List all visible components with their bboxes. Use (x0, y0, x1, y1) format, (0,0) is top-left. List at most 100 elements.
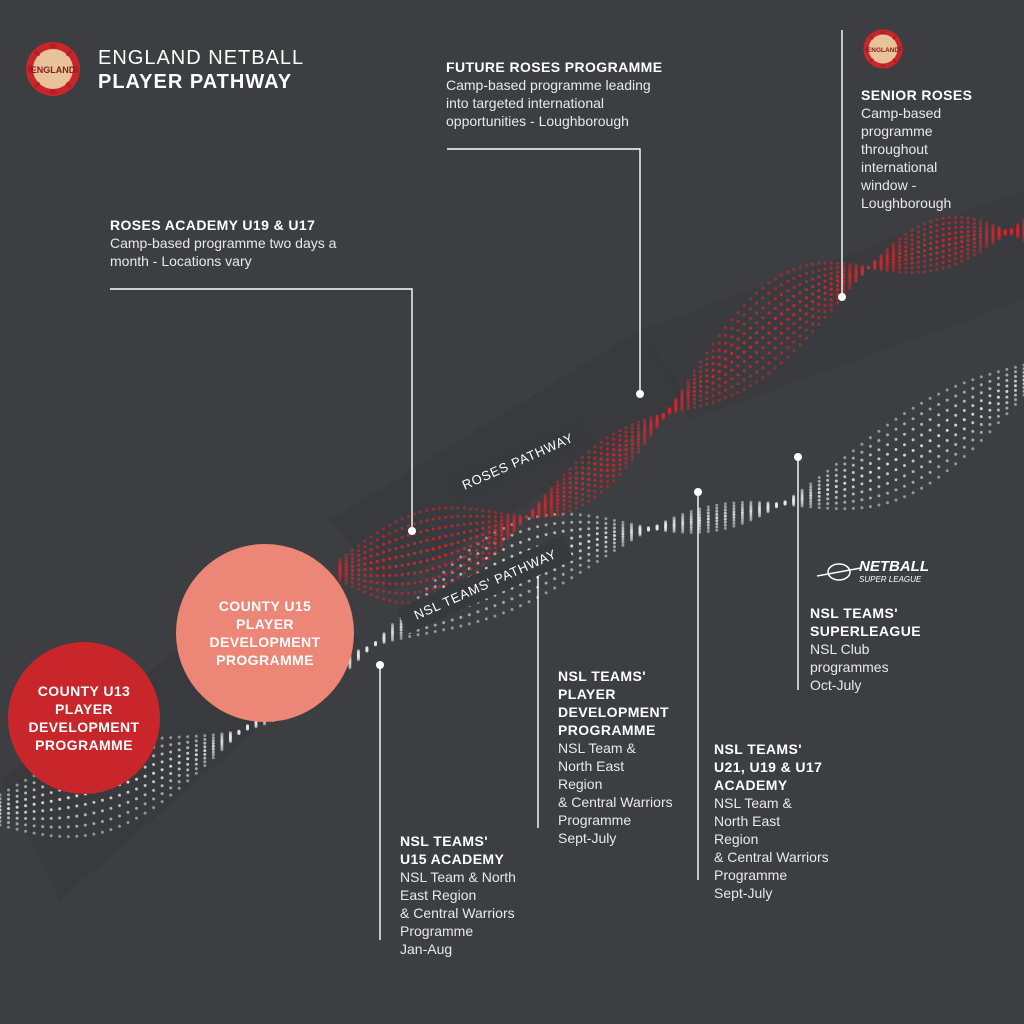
roses-pathway-dot (363, 551, 367, 555)
nsl-pathway-dot (15, 827, 19, 831)
roses-pathway-dot (935, 256, 939, 261)
roses-pathway-dot (456, 514, 460, 519)
nsl-pathway-dot (24, 797, 28, 801)
roses-pathway-dot (612, 479, 616, 483)
nsl-pathway-dot (587, 520, 591, 524)
roses-pathway-dot (618, 448, 622, 452)
roses-pathway-dot (469, 514, 473, 518)
nsl-pathway-dot (553, 568, 557, 572)
stage-future-roses: FUTURE ROSES PROGRAMME Camp-based progra… (446, 58, 662, 130)
roses-pathway-dot (630, 446, 634, 450)
roses-pathway-dot (755, 350, 759, 354)
roses-pathway-dot (487, 520, 491, 524)
roses-pathway-dot (375, 595, 379, 599)
nsl-pathway-dot (843, 500, 847, 504)
nsl-pathway-dot (706, 517, 710, 521)
roses-pathway-dot (636, 437, 641, 441)
nsl-pathway-dot (32, 802, 36, 806)
roses-pathway-dot (692, 377, 697, 381)
roses-pathway-dot (500, 519, 504, 523)
nsl-pathway-dot (749, 507, 753, 511)
nsl-pathway-dot (749, 500, 753, 504)
roses-pathway-dot (811, 322, 815, 326)
nsl-pathway-dot (920, 444, 924, 448)
nsl-pathway-dot (877, 448, 881, 452)
roses-pathway-dot (636, 420, 641, 424)
leader-dot-nsl-u15 (376, 661, 384, 669)
roses-pathway-dot (388, 573, 392, 578)
nsl-pathway-dot (971, 386, 975, 390)
roses-pathway-dot (643, 434, 647, 438)
nsl-pathway-dot (612, 522, 616, 526)
nsl-pathway-dot (7, 807, 10, 811)
nsl-pathway-dot (809, 496, 813, 500)
nsl-pathway-dot (886, 443, 889, 447)
roses-pathway-dot (947, 242, 952, 247)
roses-pathway-dot (742, 313, 746, 317)
nsl-pathway-dot (7, 821, 10, 825)
roses-pathway-dot (350, 548, 354, 553)
roses-pathway-dot (935, 251, 939, 255)
roses-pathway-dot (680, 401, 684, 405)
nsl-pathway-dot (143, 802, 147, 806)
nsl-pathway-dot (954, 423, 958, 427)
nsl-pathway-dot (860, 482, 864, 486)
roses-pathway-dot (761, 356, 765, 360)
nsl-pathway-dot (1005, 379, 1009, 382)
roses-pathway-dot (481, 551, 485, 555)
nsl-pathway-dot (792, 503, 796, 507)
roses-pathway-dot (481, 563, 485, 567)
roses-pathway-dot (941, 233, 945, 237)
nsl-pathway-dot (32, 817, 36, 821)
leader-line-future-roses (447, 148, 641, 394)
nsl-pathway-dot (860, 498, 864, 502)
nsl-pathway-dot (399, 631, 403, 635)
roses-pathway-dot (587, 477, 591, 481)
stage-heading: NSL TEAMS' (714, 741, 802, 757)
nsl-pathway-dot (834, 462, 838, 466)
roses-pathway-dot (817, 268, 821, 272)
roses-pathway-dot (885, 261, 889, 266)
nsl-pathway-dot (356, 649, 360, 653)
nsl-pathway-dot (706, 529, 710, 533)
nsl-pathway-dot (58, 798, 62, 801)
roses-pathway-dot (972, 229, 976, 233)
roses-pathway-dot (748, 355, 753, 359)
nsl-pathway-dot (211, 739, 215, 743)
nsl-pathway-dot (749, 516, 753, 520)
roses-pathway-dot (705, 379, 709, 383)
roses-pathway-dot (748, 297, 753, 301)
roses-pathway-dot (413, 541, 417, 546)
roses-pathway-dot (929, 252, 933, 256)
roses-pathway-dot (972, 233, 976, 237)
nsl-pathway-dot (160, 752, 164, 756)
roses-pathway-dot (500, 511, 504, 516)
nsl-pathway-dot (749, 514, 753, 517)
roses-pathway-dot (388, 599, 392, 603)
roses-pathway-dot (506, 523, 510, 527)
nsl-pathway-dot (0, 823, 2, 827)
nsl-pathway-dot (15, 822, 19, 826)
roses-pathway-dot (456, 549, 460, 553)
roses-pathway-dot (742, 331, 746, 336)
nsl-pathway-dot (911, 459, 915, 463)
nsl-pathway-dot (553, 586, 557, 590)
roses-pathway-dot (680, 408, 684, 412)
nsl-pathway-dot (502, 600, 505, 604)
roses-pathway-dot (1016, 235, 1020, 239)
nsl-pathway-dot (578, 549, 582, 553)
nsl-pathway-dot (143, 793, 147, 797)
roses-pathway-dot (792, 313, 796, 317)
nsl-pathway-dot (954, 384, 958, 388)
roses-pathway-dot (748, 374, 753, 378)
nsl-pathway-dot (570, 568, 574, 572)
nsl-pathway-dot (1014, 388, 1017, 392)
roses-pathway-dot (811, 277, 815, 281)
roses-pathway-dot (829, 292, 833, 297)
roses-pathway-dot (860, 272, 864, 277)
roses-pathway-dot (910, 256, 914, 260)
nsl-pathway-dot (962, 436, 966, 440)
nsl-pathway-dot (758, 501, 761, 504)
nsl-pathway-dot (135, 806, 138, 810)
roses-pathway-dot (966, 225, 970, 229)
